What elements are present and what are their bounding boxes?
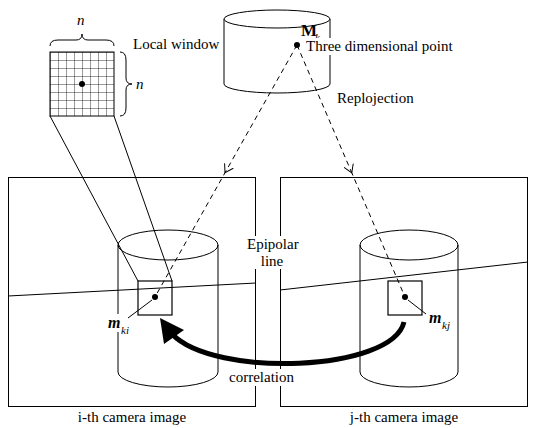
camera-image-frame: i-th camera image — [8, 177, 256, 407]
epipolar-line — [8, 283, 256, 296]
point-label: Three dimensional point — [305, 38, 454, 55]
reprojection-ray — [351, 171, 405, 297]
camera-image-frame: j-th camera image — [280, 177, 528, 407]
correlation-label: correlation — [228, 369, 295, 386]
subscript: kj — [441, 319, 451, 331]
epipolar-line — [280, 262, 528, 290]
reprojection-label: Replojection — [336, 90, 415, 107]
epipolar-label: Epipolar line — [246, 236, 298, 269]
window-grid — [50, 52, 114, 116]
image-point — [152, 294, 158, 300]
brace — [120, 52, 132, 116]
image-cylinder — [118, 230, 218, 387]
leader-line — [128, 300, 152, 318]
subscript: ki — [120, 324, 130, 336]
image-point — [402, 294, 408, 300]
leader-line — [408, 300, 426, 314]
size-label: n — [136, 76, 144, 93]
arrow-head — [160, 318, 184, 344]
zoom-line — [50, 116, 138, 281]
reprojection-ray — [297, 45, 351, 171]
center-dot — [79, 81, 85, 87]
size-label: n — [77, 12, 85, 29]
reprojection-ray — [155, 171, 226, 297]
image-caption: i-th camera image — [9, 409, 255, 426]
point-3d — [294, 42, 300, 48]
brace — [50, 34, 114, 46]
reprojection-ray — [226, 45, 297, 171]
local-window — [388, 281, 422, 315]
image-caption: j-th camera image — [281, 409, 527, 426]
image-cylinder — [360, 230, 458, 387]
window-label: Local window — [133, 36, 219, 53]
zoom-line — [114, 116, 172, 281]
correlation-arrow — [172, 322, 404, 364]
local-window — [138, 281, 172, 315]
